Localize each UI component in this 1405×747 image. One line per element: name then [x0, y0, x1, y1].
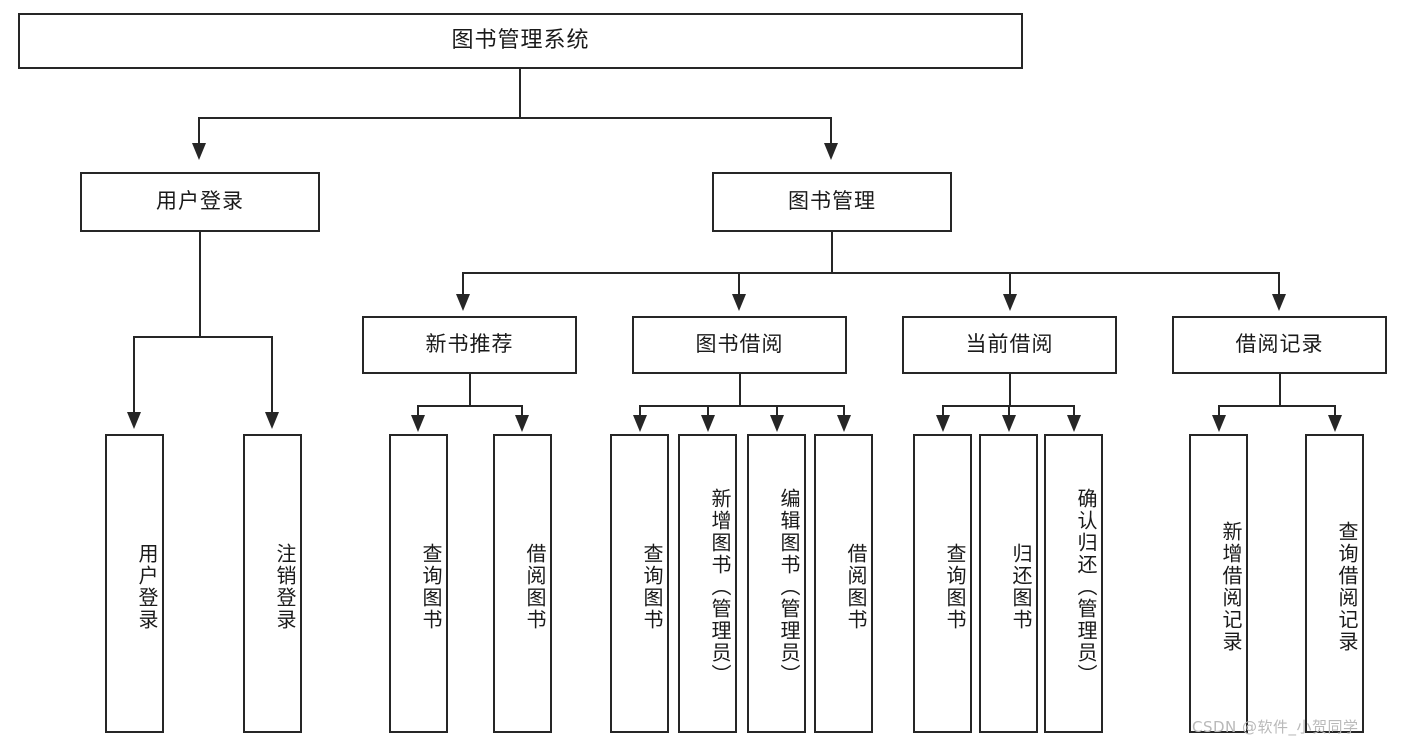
node-label: 确认归还（管理员） [1074, 487, 1098, 686]
edge-level3-drop-3 [1009, 272, 1011, 296]
node-label: 借阅图书 [844, 542, 868, 631]
edge-borrow-record-bus [1218, 405, 1336, 407]
edge-level2-bus [198, 117, 832, 119]
leaf-current-borrow-confirm-return-admin[interactable]: 确认归还（管理员） [1044, 434, 1103, 733]
arrowhead-current-borrow-leaf-3 [1067, 415, 1081, 432]
edge-root-down [519, 69, 521, 117]
edge-level3-drop-1 [462, 272, 464, 296]
arrowhead-new-book-recommend [456, 294, 470, 311]
node-label: 用户登录 [135, 542, 159, 631]
edge-book-borrow-drop-4 [843, 405, 845, 417]
edge-new-book-down [469, 374, 471, 405]
arrowhead-new-book-leaf-1 [411, 415, 425, 432]
leaf-new-book-query-book[interactable]: 查询图书 [389, 434, 448, 733]
arrowhead-book-borrow-leaf-3 [770, 415, 784, 432]
arrowhead-book-borrow-leaf-4 [837, 415, 851, 432]
edge-current-borrow-drop-3 [1073, 405, 1075, 417]
edge-current-borrow-drop-1 [942, 405, 944, 417]
node-label: 用户登录 [156, 189, 244, 214]
arrowhead-borrow-record-leaf-1 [1212, 415, 1226, 432]
arrowhead-book-borrow-leaf-1 [633, 415, 647, 432]
arrowhead-borrow-record [1272, 294, 1286, 311]
leaf-book-borrow-query-book[interactable]: 查询图书 [610, 434, 669, 733]
arrowhead-new-book-leaf-2 [515, 415, 529, 432]
edge-level3-drop-2 [738, 272, 740, 296]
leaf-book-borrow-borrow-book[interactable]: 借阅图书 [814, 434, 873, 733]
edge-borrow-record-down [1279, 374, 1281, 405]
node-label: 新书推荐 [425, 332, 514, 357]
watermark: CSDN @软件_小贺同学 [1192, 718, 1359, 736]
edge-book-borrow-drop-2 [707, 405, 709, 417]
edge-user-login-down [199, 232, 201, 336]
arrowhead-book-borrow-leaf-2 [701, 415, 715, 432]
node-label: 查询图书 [943, 542, 967, 631]
edge-book-borrow-drop-3 [776, 405, 778, 417]
edge-level2-drop-right [830, 117, 832, 145]
node-borrow-record[interactable]: 借阅记录 [1172, 316, 1387, 374]
node-current-borrow[interactable]: 当前借阅 [902, 316, 1117, 374]
leaf-user-login-login[interactable]: 用户登录 [105, 434, 164, 733]
edge-current-borrow-drop-2 [1008, 405, 1010, 417]
edge-current-borrow-down [1009, 374, 1011, 405]
leaf-current-borrow-return-book[interactable]: 归还图书 [979, 434, 1038, 733]
arrowhead-book-management [824, 143, 838, 160]
node-label: 当前借阅 [965, 332, 1054, 357]
edge-level2-drop-left [198, 117, 200, 145]
arrowhead-user-login-leaf-1 [127, 412, 141, 429]
node-root-book-management-system[interactable]: 图书管理系统 [18, 13, 1023, 69]
edge-book-management-down [831, 232, 833, 272]
node-label: 图书管理 [788, 189, 876, 214]
edge-borrow-record-drop-1 [1218, 405, 1220, 417]
node-label: 查询图书 [640, 542, 664, 631]
edge-new-book-bus [417, 405, 522, 407]
edge-borrow-record-drop-2 [1334, 405, 1336, 417]
edge-new-book-drop-2 [521, 405, 523, 417]
arrowhead-current-borrow-leaf-1 [936, 415, 950, 432]
arrowhead-user-login [192, 143, 206, 160]
leaf-borrow-record-query-record[interactable]: 查询借阅记录 [1305, 434, 1364, 733]
edge-book-borrow-bus [639, 405, 845, 407]
edge-level3-bus [462, 272, 1280, 274]
node-label: 注销登录 [273, 542, 297, 631]
node-label: 编辑图书（管理员） [777, 487, 801, 686]
leaf-new-book-borrow-book[interactable]: 借阅图书 [493, 434, 552, 733]
node-book-borrow[interactable]: 图书借阅 [632, 316, 847, 374]
node-new-book-recommend[interactable]: 新书推荐 [362, 316, 577, 374]
arrowhead-current-borrow-leaf-2 [1002, 415, 1016, 432]
edge-book-borrow-down [739, 374, 741, 405]
leaf-book-borrow-edit-book-admin[interactable]: 编辑图书（管理员） [747, 434, 806, 733]
leaf-user-login-logout[interactable]: 注销登录 [243, 434, 302, 733]
edge-user-login-bus [133, 336, 272, 338]
edge-user-login-drop-2 [271, 336, 273, 414]
arrowhead-current-borrow [1003, 294, 1017, 311]
leaf-current-borrow-query-book[interactable]: 查询图书 [913, 434, 972, 733]
arrowhead-borrow-record-leaf-2 [1328, 415, 1342, 432]
node-label: 图书管理系统 [451, 27, 590, 53]
arrowhead-user-login-leaf-2 [265, 412, 279, 429]
node-label: 查询借阅记录 [1335, 520, 1359, 653]
leaf-book-borrow-add-book-admin[interactable]: 新增图书（管理员） [678, 434, 737, 733]
edge-new-book-drop-1 [417, 405, 419, 417]
node-label: 借阅记录 [1235, 332, 1324, 357]
node-label: 新增图书（管理员） [708, 487, 732, 686]
node-label: 图书借阅 [695, 332, 784, 357]
node-label: 归还图书 [1009, 542, 1033, 631]
node-user-login[interactable]: 用户登录 [80, 172, 320, 232]
node-book-management[interactable]: 图书管理 [712, 172, 952, 232]
arrowhead-book-borrow [732, 294, 746, 311]
edge-level3-drop-4 [1278, 272, 1280, 296]
node-label: 查询图书 [419, 542, 443, 631]
node-label: 借阅图书 [523, 542, 547, 631]
edge-book-borrow-drop-1 [639, 405, 641, 417]
leaf-borrow-record-add-record[interactable]: 新增借阅记录 [1189, 434, 1248, 733]
edge-user-login-drop-1 [133, 336, 135, 414]
node-label: 新增借阅记录 [1219, 520, 1243, 653]
